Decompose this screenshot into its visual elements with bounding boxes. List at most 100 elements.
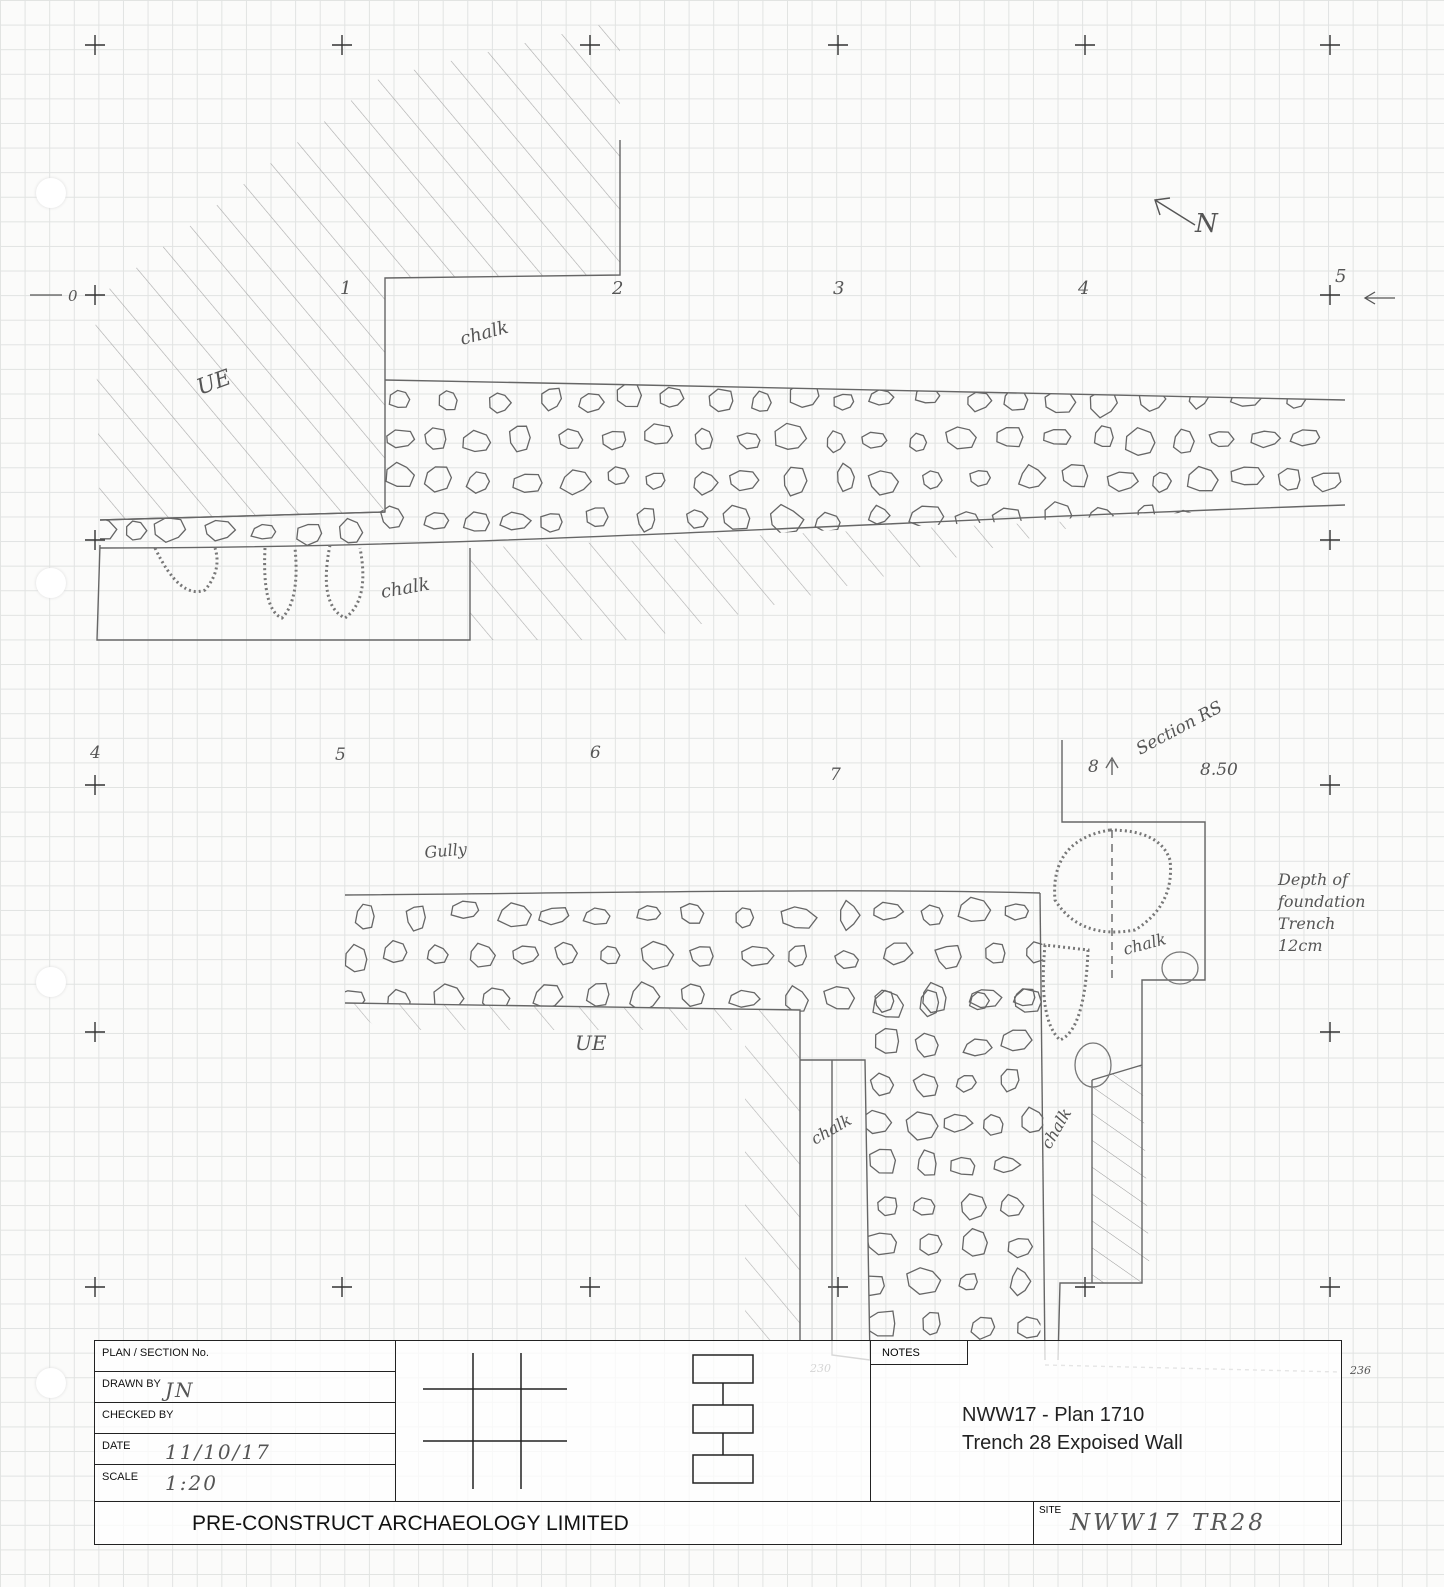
wall-stone [296,523,323,547]
title-block: PLAN / SECTION No. DRAWN BY JN CHECKED B… [94,1340,1342,1545]
wall-stone [1087,506,1115,526]
grid-label: 0 [68,287,78,305]
wall-stone [388,389,411,409]
wall-stone [908,505,945,528]
wall-stone [956,840,977,862]
wall-stone [957,896,992,923]
wall-stone [1277,467,1301,491]
wall-stone [423,466,453,493]
wall-stone [1012,839,1044,859]
wall-stone [616,383,643,408]
wall-stone [1000,1068,1020,1093]
drawn-by-row: DRAWN BY JN [95,1372,395,1403]
drawn-by-value: JN [165,1378,195,1402]
wall-stone [1003,863,1024,887]
wall-stone [585,982,610,1007]
notes-line-2: Trench 28 Expoised Wall [962,1432,1183,1454]
wall-stone [993,1156,1022,1174]
wall-stone [1269,511,1302,529]
punch-hole [36,178,66,208]
wall-stone [540,513,563,533]
wall-stone [788,944,808,968]
wall-stone [1003,387,1029,411]
wall-stone [1186,465,1219,492]
wall-stone [917,1149,937,1176]
wall-stone [1172,428,1195,454]
wall-stone [996,427,1024,448]
wall-stone [423,512,450,530]
wall-stone [1289,429,1321,447]
depth-note: Depth of [1277,870,1351,889]
wall-stone [1017,1316,1044,1339]
wall-stone [950,1156,976,1176]
wall-stone [1061,464,1089,488]
notes-label: NOTES [870,1341,968,1365]
wall-stone [1220,512,1251,532]
wall-stone [601,430,627,451]
wall-stone [153,517,187,544]
ue-label: UE [575,1031,607,1055]
scale-value: 1:20 [165,1471,218,1495]
wall-stone [774,422,808,450]
wall-stone [1137,504,1156,529]
grid-label: 4 [89,743,101,763]
wall-stone [955,1074,977,1093]
wall-stone [1309,509,1340,535]
wall-stone [1043,428,1072,445]
wall-stone [934,944,962,970]
wall-stone [872,989,905,1018]
wall-stone [722,504,751,530]
wall-stone [469,942,497,968]
wall-stone [736,432,761,450]
wall-stone [385,461,416,488]
date-label: DATE [102,1440,131,1452]
wall-stone [922,981,947,1014]
title-block-footer: PRE-CONSTRUCT ARCHAEOLOGY LIMITED SITE N… [95,1501,1340,1544]
wall-stone [955,863,974,888]
wall-stone [582,907,611,926]
wall-stone [508,425,531,453]
grid-label: 5 [335,745,346,765]
wall-stone [855,1275,885,1297]
logo-symbols [395,1341,871,1501]
wall-stone [354,903,375,930]
wall-stone [636,905,662,921]
wall-stone [488,392,513,414]
grid-label: 4 [1077,278,1089,299]
wall-stone [861,431,888,449]
grid-arrow-icons [30,291,1395,305]
wall-stone [982,1113,1004,1136]
section-label: Section RS [1133,697,1226,759]
wall-stone [1000,1029,1033,1052]
punch-hole [36,967,66,997]
wall-stone [512,473,543,493]
wall-stone [1007,1237,1034,1259]
grid-label: 8.50 [1200,760,1238,780]
wall-stone [607,466,630,486]
wall-stone [867,389,895,406]
wall-stone [735,907,755,929]
wall-stones-bottom [345,839,1045,1341]
wall-stone [905,1111,939,1141]
wall-stone [869,1072,895,1097]
wall-stone [958,1272,978,1291]
grid-label: 3 [833,278,844,299]
wall-stone [833,393,855,411]
chalk-label: chalk [1121,929,1168,959]
wall-stone [685,509,709,529]
wall-stone [969,470,992,488]
date-value: 11/10/17 [165,1440,271,1464]
wall-stone [1250,430,1282,449]
wall-stone [462,511,491,532]
wall-stone [125,520,148,541]
title-block-fields: PLAN / SECTION No. DRAWN BY JN CHECKED B… [95,1341,396,1501]
registration-crosses [85,35,1340,1297]
north-label: N [1194,209,1219,239]
notes-line-1: NWW17 - Plan 1710 [962,1404,1145,1426]
wall-stone [636,507,656,533]
wall-stone [694,427,714,450]
depth-note: foundation [1277,892,1365,911]
wall-stone [741,945,775,967]
wall-stone [867,470,900,496]
